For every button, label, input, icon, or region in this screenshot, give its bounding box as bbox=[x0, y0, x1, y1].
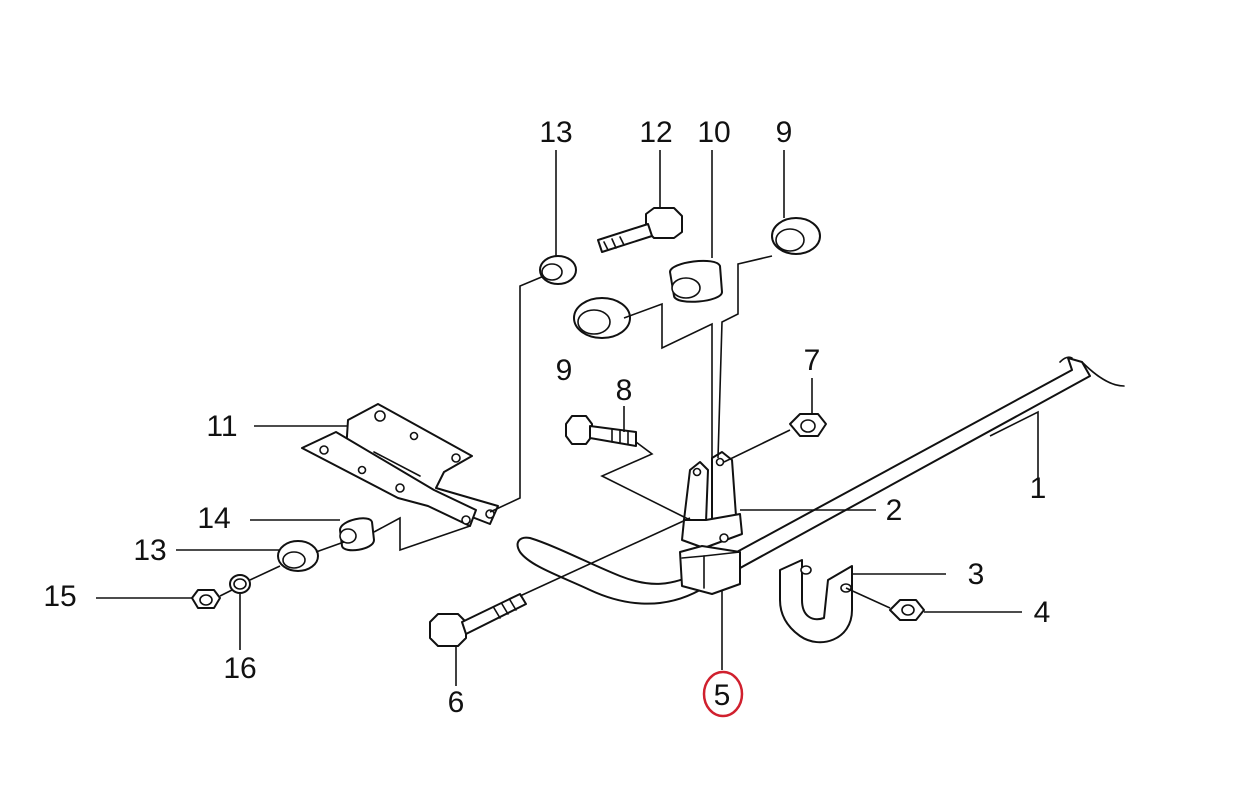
leader-lines bbox=[96, 150, 1039, 686]
callout-2: 2 bbox=[886, 494, 903, 527]
link-bolt bbox=[565, 415, 637, 447]
plate-hole bbox=[485, 509, 495, 519]
callout-13-top: 13 bbox=[539, 116, 572, 149]
bushing-washer-top bbox=[771, 217, 821, 255]
nut-bore bbox=[901, 604, 915, 616]
plate-nut bbox=[191, 589, 221, 609]
highlight-circle bbox=[702, 670, 744, 718]
clamp-hole bbox=[800, 565, 812, 575]
link-nut bbox=[789, 413, 827, 437]
plate-hole bbox=[395, 483, 405, 493]
callout-9-left: 9 bbox=[556, 354, 573, 387]
callout-16: 16 bbox=[223, 652, 256, 685]
callout-14: 14 bbox=[197, 502, 230, 535]
link-hole bbox=[692, 467, 702, 477]
callout-13-left: 13 bbox=[133, 534, 166, 567]
plate-hole bbox=[319, 445, 329, 455]
callout-5: 5 bbox=[714, 679, 731, 712]
plate-hole bbox=[357, 465, 367, 475]
callout-4: 4 bbox=[1034, 596, 1051, 629]
bracket-plate bbox=[301, 403, 499, 527]
callout-9-top: 9 bbox=[776, 116, 793, 149]
stabilizer-bushing bbox=[679, 545, 741, 595]
callout-1: 1 bbox=[1030, 472, 1047, 505]
callout-8: 8 bbox=[616, 374, 633, 407]
callout-3: 3 bbox=[968, 558, 985, 591]
stabilizer-link bbox=[681, 451, 743, 549]
o-ring bbox=[229, 574, 251, 594]
washer-top bbox=[539, 255, 577, 285]
callout-labels: 1 2 3 4 5 6 7 8 9 9 10 11 12 13 13 14 15… bbox=[43, 116, 1050, 719]
mount-bolt bbox=[597, 207, 683, 253]
sleeve bbox=[669, 259, 723, 303]
callout-10: 10 bbox=[697, 116, 730, 149]
callout-7: 7 bbox=[804, 344, 821, 377]
plate-hole bbox=[409, 431, 419, 441]
spacer bbox=[339, 517, 375, 552]
callout-15: 15 bbox=[43, 580, 76, 613]
bushing-clamp bbox=[779, 559, 853, 644]
plate-hole bbox=[451, 453, 461, 463]
long-bolt bbox=[429, 593, 527, 647]
callout-11: 11 bbox=[206, 410, 237, 443]
plate-hole bbox=[461, 515, 471, 525]
callout-6: 6 bbox=[448, 686, 465, 719]
stabilizer-bar bbox=[516, 356, 1125, 605]
plate-hole bbox=[374, 410, 386, 422]
nut-bore bbox=[800, 419, 816, 433]
clamp-nut bbox=[889, 599, 925, 621]
callout-12: 12 bbox=[639, 116, 672, 149]
link-hole bbox=[719, 533, 729, 543]
link-hole bbox=[715, 457, 725, 467]
washer-left bbox=[277, 540, 319, 572]
bushing-washer-left bbox=[573, 297, 631, 339]
